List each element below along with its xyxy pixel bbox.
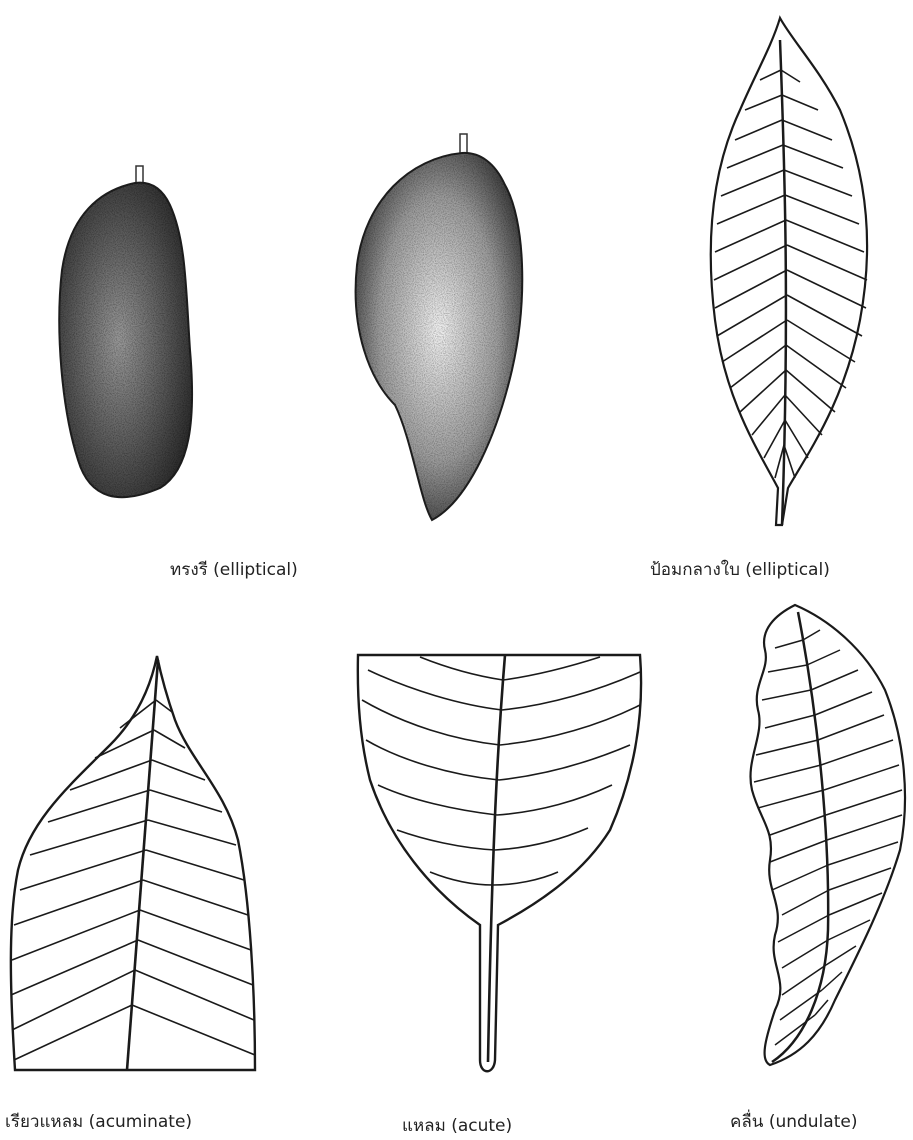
leaf-veins — [11, 700, 255, 1060]
leaf-outline — [750, 605, 905, 1065]
leaf-veins — [714, 70, 867, 478]
caption-fruit-elliptical: ทรงรี (elliptical) — [170, 556, 298, 583]
caption-acute: แหลม (acute) — [402, 1112, 512, 1139]
leaf-acute — [358, 655, 641, 1071]
fruit-illustration-2 — [356, 134, 523, 520]
caption-leaf-elliptical: ป้อมกลางใบ (elliptical) — [650, 556, 830, 583]
leaf-undulate — [750, 605, 905, 1065]
leaf-veins — [754, 630, 902, 1045]
leaf-acuminate — [11, 656, 255, 1070]
fruit-stalk — [136, 166, 143, 184]
leaf-elliptical — [711, 18, 867, 525]
caption-undulate: คลื่น (undulate) — [730, 1108, 857, 1135]
leaf-midrib — [780, 40, 786, 525]
fruit-illustration-1 — [59, 166, 192, 497]
fruit-stalk — [460, 134, 467, 154]
caption-acuminate: เรียวแหลม (acuminate) — [5, 1108, 192, 1135]
